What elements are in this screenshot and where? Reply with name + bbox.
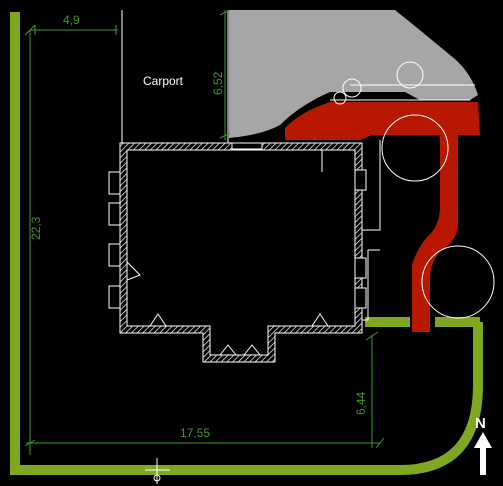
north-label: N: [475, 415, 486, 432]
driveway: [285, 102, 480, 332]
trees: [333, 61, 495, 319]
tree-large-bottom: [421, 245, 495, 319]
tree-small-left: [342, 78, 362, 98]
dim-right-depth: 6,44: [354, 391, 368, 415]
dimension-lines: [24, 9, 385, 455]
paved-area: [229, 10, 478, 138]
top-edge-line: [330, 84, 475, 101]
house-walls: [119, 142, 363, 363]
dim-left-length: 22,3: [29, 216, 43, 240]
windows-left: [108, 169, 367, 309]
side-wall-outline: [362, 140, 381, 321]
survey-marker: [145, 458, 170, 484]
north-arrow: N: [474, 415, 492, 475]
site-boundary: [10, 12, 483, 475]
tree-small-top: [396, 61, 424, 89]
dim-top-width: 4,9: [63, 13, 80, 27]
door-swings: [126, 142, 329, 356]
dim-bottom-width: 17,55: [180, 426, 210, 440]
dim-carport-depth: 6,52: [211, 71, 225, 95]
tree-large-mid: [381, 114, 449, 182]
north-arrow-icon: [474, 432, 492, 475]
carport-label: Carport: [143, 74, 184, 88]
tree-tiny: [333, 91, 347, 105]
